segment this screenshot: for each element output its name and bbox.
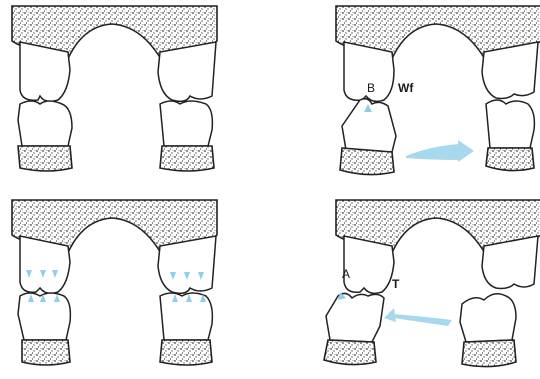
lower-right-bone (160, 146, 214, 171)
upper-right-molar (482, 42, 538, 99)
upper-left-molar (20, 42, 70, 101)
panel-bottom-left (12, 200, 217, 365)
lower-left-bone (18, 146, 72, 171)
label-wt: Wf (398, 81, 414, 95)
panel-top-right: B Wf (336, 6, 540, 175)
panel-bottom-right: A T (324, 200, 540, 367)
lower-left-bone (22, 340, 70, 365)
lower-left-molar (18, 101, 72, 146)
lower-left-tipped-molar (326, 293, 384, 342)
lower-left-bone (340, 148, 394, 175)
lower-right-drifted-molar (460, 294, 516, 342)
arrow-head (458, 140, 474, 162)
lower-right-bone (160, 340, 212, 365)
lower-right-bone (462, 340, 516, 367)
label-a: A (342, 267, 350, 281)
force-arrow (392, 314, 452, 326)
lower-right-molar (486, 100, 534, 148)
lower-left-bone (324, 340, 376, 365)
lower-right-bone (486, 148, 534, 171)
label-b: B (367, 81, 375, 95)
upper-left-molar (344, 236, 394, 293)
upper-right-molar (158, 236, 216, 293)
upper-right-molar (158, 42, 216, 101)
lower-right-molar (160, 101, 212, 146)
upper-left-molar (20, 236, 70, 293)
panel-top-left (12, 6, 217, 171)
label-t: T (392, 277, 400, 291)
